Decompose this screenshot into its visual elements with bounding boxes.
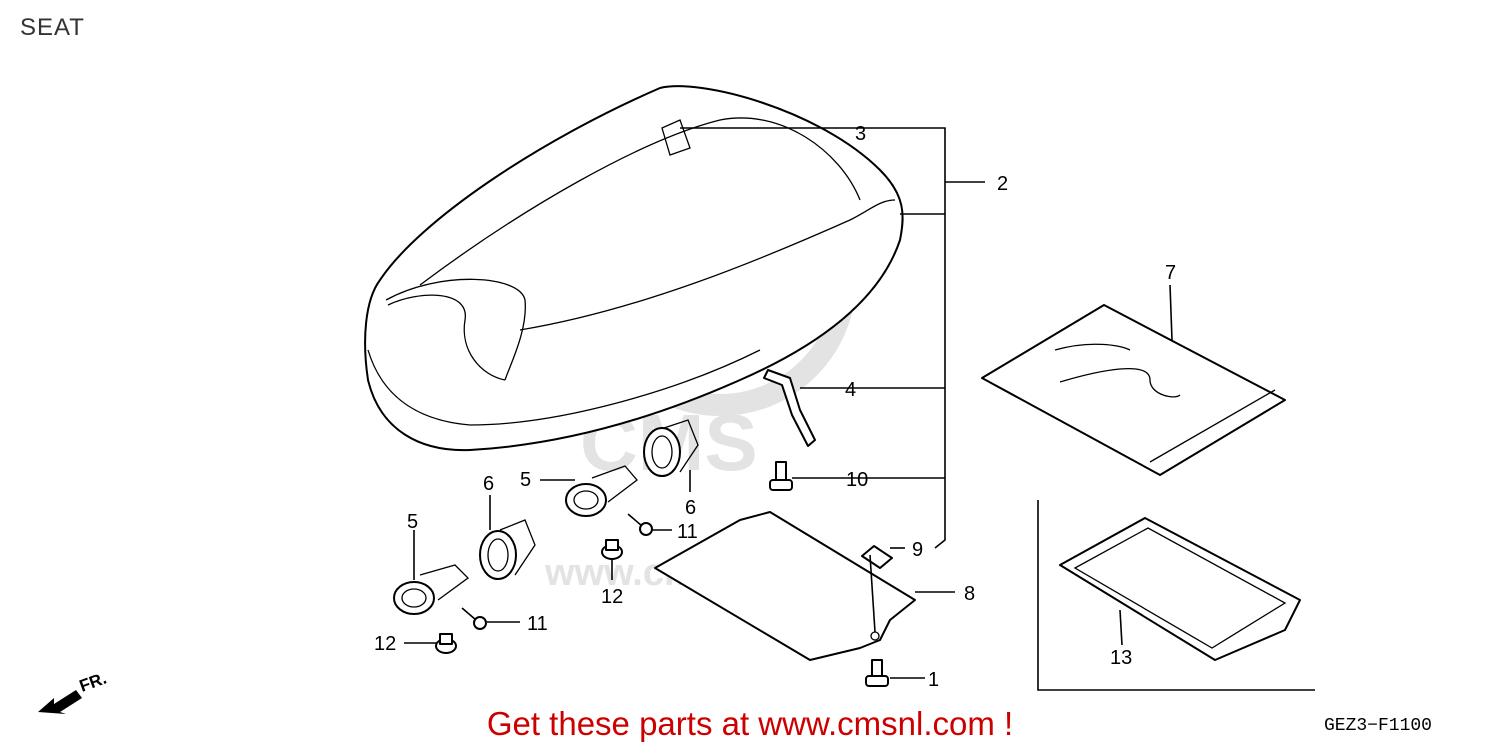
toolkit-part-7 bbox=[981, 304, 1286, 476]
callout-2: 2 bbox=[997, 173, 1008, 195]
callout-9: 9 bbox=[912, 539, 923, 561]
callout-6b: 6 bbox=[685, 497, 696, 519]
hinge-part-5a bbox=[393, 564, 469, 615]
callout-8: 8 bbox=[964, 583, 975, 605]
nut-part-12b bbox=[601, 539, 623, 560]
collar-part-6b bbox=[643, 419, 699, 477]
screw-part-11a bbox=[461, 607, 487, 630]
nut-part-12a bbox=[435, 633, 457, 654]
clip-part-9 bbox=[861, 545, 893, 569]
callout-13: 13 bbox=[1110, 647, 1132, 669]
callout-4: 4 bbox=[845, 379, 856, 401]
leader-lines bbox=[404, 127, 1173, 679]
callout-6a: 6 bbox=[483, 473, 494, 495]
callout-11b: 11 bbox=[677, 521, 698, 543]
callout-12b: 12 bbox=[601, 586, 623, 608]
bolt-part-1 bbox=[865, 659, 889, 687]
direction-label: FR. bbox=[77, 669, 109, 696]
promo-banner[interactable]: Get these parts at www.cmsnl.com ! bbox=[486, 705, 1014, 742]
seat-part bbox=[364, 85, 904, 452]
page-title: SEAT bbox=[20, 14, 85, 41]
arrow-icon: FR. bbox=[38, 669, 109, 714]
callout-3: 3 bbox=[855, 123, 866, 145]
hinge-part-5b bbox=[565, 465, 638, 517]
callout-1: 1 bbox=[928, 669, 939, 691]
callout-7: 7 bbox=[1165, 262, 1176, 284]
screw-part-11b bbox=[627, 513, 653, 536]
tray-part-13 bbox=[1037, 500, 1315, 691]
callout-12a: 12 bbox=[374, 633, 396, 655]
diagram-code: GEZ3−F1100 bbox=[1323, 716, 1432, 736]
collar-part-6a bbox=[479, 519, 536, 580]
callout-5b: 5 bbox=[520, 469, 531, 491]
front-direction-indicator: FR. bbox=[36, 668, 136, 729]
callout-10: 10 bbox=[846, 469, 868, 491]
bolt-part-10 bbox=[769, 461, 793, 491]
callout-5a: 5 bbox=[407, 511, 418, 533]
callouts: 3 2 7 4 10 9 8 1 13 5 6 5 6 11 12 11 12 bbox=[374, 123, 1176, 691]
callout-11a: 11 bbox=[527, 613, 548, 635]
bracket-part-4 bbox=[763, 369, 816, 447]
